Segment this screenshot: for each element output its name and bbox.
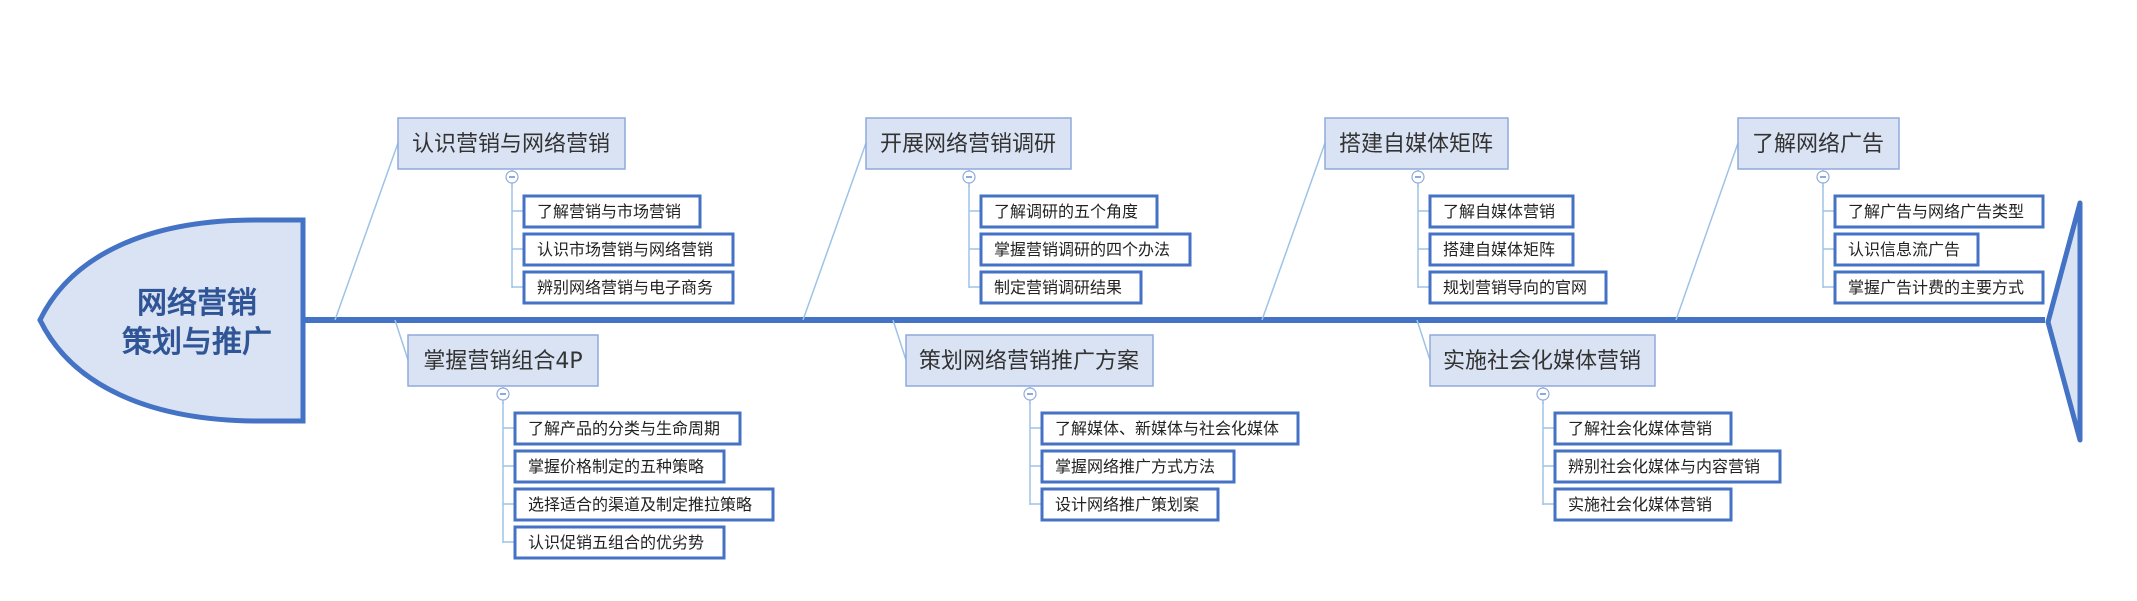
bone-line	[802, 142, 867, 321]
minus-circle-icon[interactable]	[1411, 170, 1425, 184]
sub-connector	[1417, 185, 1430, 288]
sub-topic-box[interactable]	[513, 487, 775, 522]
sub-connector	[1029, 402, 1042, 505]
main-topic-box[interactable]	[905, 334, 1154, 387]
sub-topic-label: 掌握营销调研的四个办法	[994, 240, 1170, 259]
main-topic-box[interactable]	[397, 117, 626, 170]
fish-tail	[2045, 200, 2083, 443]
bone-line	[892, 319, 907, 361]
sub-topic-box[interactable]	[1833, 270, 2045, 305]
sub-topic-box[interactable]	[1428, 270, 1608, 305]
main-topic-label: 掌握营销组合4P	[423, 349, 582, 374]
main-topic-box[interactable]	[1324, 117, 1509, 170]
sub-topic-box[interactable]	[979, 194, 1159, 229]
main-topic-label: 认识营销与网络营销	[412, 132, 610, 157]
sub-topic-label: 规划营销导向的官网	[1443, 278, 1587, 297]
sub-topic-box[interactable]	[513, 525, 726, 560]
fish-head	[37, 217, 306, 424]
sub-connector	[968, 185, 981, 288]
sub-topic-label: 认识促销五组合的优劣势	[528, 533, 704, 552]
sub-topic-label: 了解社会化媒体营销	[1568, 419, 1712, 438]
minus-circle-icon[interactable]	[496, 387, 510, 401]
sub-topic-label: 了解媒体、新媒体与社会化媒体	[1055, 419, 1279, 438]
main-topic-label: 了解网络广告	[1752, 132, 1884, 157]
main-topic-label: 开展网络营销调研	[880, 132, 1056, 157]
sub-topic-box[interactable]	[522, 270, 735, 305]
minus-circle-icon[interactable]	[1536, 387, 1550, 401]
bone-line	[394, 319, 409, 361]
sub-connector	[502, 402, 515, 543]
minus-circle-icon[interactable]	[1023, 387, 1037, 401]
sub-topic-box[interactable]	[1833, 194, 2045, 229]
sub-topic-box[interactable]	[522, 194, 702, 229]
sub-topic-box[interactable]	[979, 270, 1143, 305]
sub-connector	[511, 185, 524, 288]
sub-topic-box[interactable]	[1833, 232, 1980, 267]
sub-topic-box[interactable]	[1428, 232, 1575, 267]
sub-topic-box[interactable]	[513, 411, 742, 446]
sub-topic-box[interactable]	[1553, 449, 1782, 484]
sub-topic-box[interactable]	[1040, 411, 1300, 446]
sub-topic-label: 制定营销调研结果	[994, 278, 1122, 297]
sub-topic-label: 了解调研的五个角度	[994, 202, 1138, 221]
sub-topic-box[interactable]	[1040, 487, 1220, 522]
bone-line	[1261, 142, 1326, 321]
bone-line	[334, 142, 399, 321]
sub-topic-box[interactable]	[1553, 487, 1733, 522]
sub-topic-box[interactable]	[1040, 449, 1236, 484]
sub-topic-label: 实施社会化媒体营销	[1568, 495, 1712, 514]
sub-topic-box[interactable]	[979, 232, 1192, 267]
main-topic-label: 策划网络营销推广方案	[919, 349, 1139, 374]
bone-line	[1675, 142, 1739, 321]
sub-topic-label: 掌握网络推广方式方法	[1055, 457, 1215, 476]
sub-topic-label: 了解营销与市场营销	[537, 202, 681, 221]
sub-connector	[1542, 402, 1555, 505]
sub-topic-label: 了解广告与网络广告类型	[1848, 202, 2024, 221]
sub-topic-box[interactable]	[522, 232, 735, 267]
main-topic-box[interactable]	[407, 334, 599, 387]
sub-topic-label: 认识市场营销与网络营销	[537, 240, 713, 259]
minus-circle-icon[interactable]	[962, 170, 976, 184]
bone-line	[1416, 319, 1431, 361]
sub-topic-label: 设计网络推广策划案	[1055, 495, 1199, 514]
minus-circle-icon[interactable]	[505, 170, 519, 184]
minus-circle-icon[interactable]	[1816, 170, 1830, 184]
main-topic-label: 搭建自媒体矩阵	[1339, 132, 1493, 157]
sub-topic-label: 辨别网络营销与电子商务	[537, 278, 713, 297]
sub-connector	[1822, 185, 1835, 288]
sub-topic-label: 了解产品的分类与生命周期	[528, 419, 720, 438]
sub-topic-label: 辨别社会化媒体与内容营销	[1568, 457, 1760, 476]
main-topic-box[interactable]	[1737, 117, 1900, 170]
sub-topic-label: 掌握价格制定的五种策略	[528, 457, 704, 476]
sub-topic-label: 选择适合的渠道及制定推拉策略	[528, 495, 752, 514]
sub-topic-label: 搭建自媒体矩阵	[1443, 240, 1555, 259]
main-topic-label: 实施社会化媒体营销	[1443, 349, 1641, 374]
sub-topic-box[interactable]	[1553, 411, 1733, 446]
sub-topic-label: 了解自媒体营销	[1443, 202, 1555, 221]
sub-topic-label: 认识信息流广告	[1848, 240, 1960, 259]
sub-topic-box[interactable]	[513, 449, 726, 484]
sub-topic-box[interactable]	[1428, 194, 1575, 229]
head-title-line2: 策划与推广	[122, 325, 272, 360]
head-title-line1: 网络营销	[137, 286, 257, 321]
sub-topic-label: 掌握广告计费的主要方式	[1848, 278, 2024, 297]
